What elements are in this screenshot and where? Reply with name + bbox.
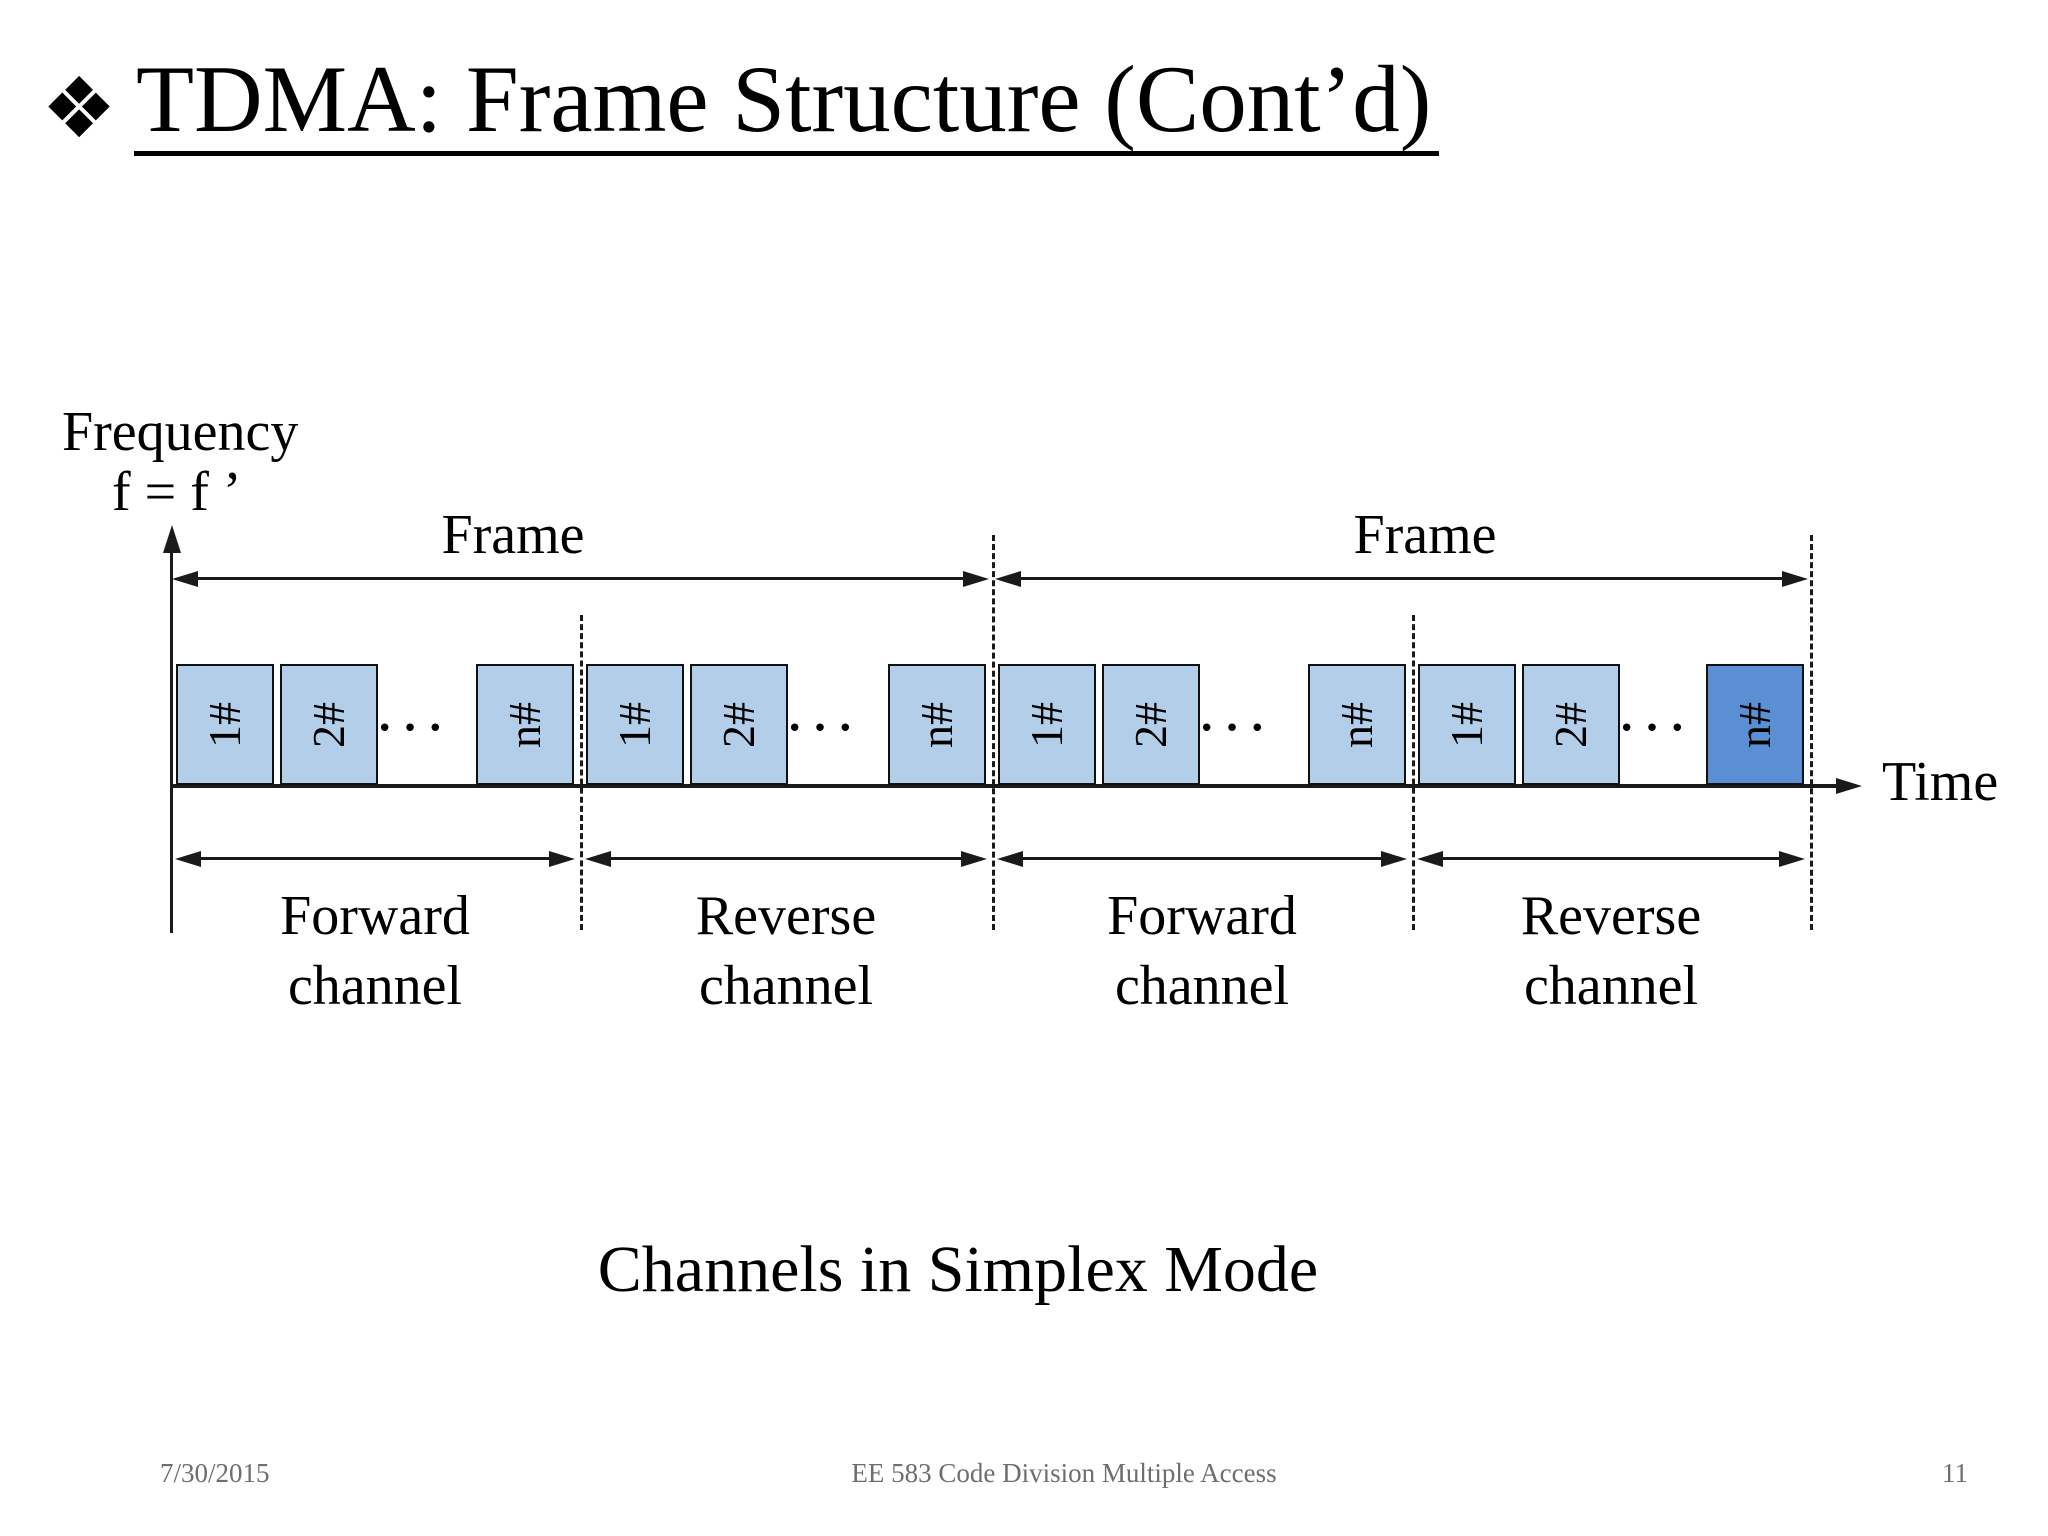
page-title: TDMA: Frame Structure (Cont’d) — [134, 52, 1440, 156]
timeslot-label: n# — [1729, 701, 1780, 748]
channel-direction-label: Reverse — [695, 885, 877, 947]
timeslot-box: 2# — [1522, 664, 1620, 785]
timeslot-label: 2# — [1125, 701, 1176, 748]
timeslot-box: 1# — [586, 664, 684, 785]
timeslot-box: n# — [888, 664, 986, 785]
frame-boundary-dashed-line — [1810, 535, 1813, 930]
time-axis-line — [170, 784, 1838, 788]
diamond-bullet-icon: ❖ — [41, 59, 117, 157]
frequency-formula-label: f = f ’ — [112, 461, 242, 523]
time-axis-arrowhead-icon — [1836, 778, 1862, 794]
frame1-span-arrow-left-arrowhead-icon — [172, 570, 198, 587]
channel1-span-arrow-left-arrowhead-icon — [175, 850, 201, 867]
timeslot-label: 1# — [199, 701, 250, 748]
timeslot-label: 2# — [1545, 701, 1596, 748]
channel-direction-label: Reverse — [1520, 885, 1702, 947]
channel3-span-arrow-left-arrowhead-icon — [997, 850, 1023, 867]
frequency-axis-label: Frequency — [62, 401, 299, 463]
timeslot-label: 1# — [609, 701, 660, 748]
timeslot-box: 1# — [176, 664, 274, 785]
timeslot-label: 1# — [1021, 701, 1072, 748]
frame-label: Frame — [1353, 504, 1497, 566]
timeslot-label: 1# — [1441, 701, 1492, 748]
timeslot-label: 2# — [303, 701, 354, 748]
timeslot-label: n# — [499, 701, 550, 748]
frame-boundary-dashed-line — [580, 615, 583, 930]
title-row: ❖ TDMA: Frame Structure (Cont’d) — [24, 52, 1440, 157]
frame1-span-arrow-right-arrowhead-icon — [963, 570, 989, 587]
frame2-span-arrow-line — [1013, 577, 1790, 580]
channel2-span-arrow-right-arrowhead-icon — [961, 850, 987, 867]
channel2-span-arrow-line — [603, 857, 969, 860]
channel1-span-arrow-line — [193, 857, 557, 860]
channel-direction-label: Forward — [1107, 885, 1297, 947]
channel4-span-arrow-right-arrowhead-icon — [1779, 850, 1805, 867]
channel3-span-arrow-right-arrowhead-icon — [1381, 850, 1407, 867]
channel-direction-label: Forward — [280, 885, 470, 947]
footer-course-title: EE 583 Code Division Multiple Access — [851, 1458, 1277, 1488]
timeslot-label: n# — [1331, 701, 1382, 748]
timeslot-box: 1# — [1418, 664, 1516, 785]
frame2-span-arrow-right-arrowhead-icon — [1782, 570, 1808, 587]
frame2-span-arrow-left-arrowhead-icon — [995, 570, 1021, 587]
ellipsis-dots: ••• — [1198, 714, 1276, 744]
frame-boundary-dashed-line — [1412, 615, 1415, 930]
timeslot-box: 2# — [1102, 664, 1200, 785]
channel3-span-arrow-line — [1015, 857, 1389, 860]
timeslot-box: n# — [1706, 664, 1804, 785]
channel-word-label: channel — [287, 955, 463, 1017]
channel-word-label: channel — [698, 955, 874, 1017]
timeslot-box: 1# — [998, 664, 1096, 785]
timeslot-box: n# — [1308, 664, 1406, 785]
frame-label: Frame — [441, 504, 585, 566]
timeslot-label: n# — [911, 701, 962, 748]
channel1-span-arrow-right-arrowhead-icon — [549, 850, 575, 867]
frame1-span-arrow-line — [190, 577, 971, 580]
timeslot-label: 2# — [713, 701, 764, 748]
timeslot-box: 2# — [280, 664, 378, 785]
channel-word-label: channel — [1523, 955, 1699, 1017]
frequency-axis-arrowhead-icon — [162, 525, 181, 553]
timeslot-box: n# — [476, 664, 574, 785]
channel-word-label: channel — [1114, 955, 1290, 1017]
caption: Channels in Simplex Mode — [597, 1233, 1319, 1306]
frequency-axis-line — [170, 545, 173, 933]
channel4-span-arrow-line — [1435, 857, 1787, 860]
ellipsis-dots: ••• — [1618, 714, 1696, 744]
footer-page-number: 11 — [1942, 1458, 1968, 1488]
ellipsis-dots: ••• — [376, 714, 454, 744]
frame-boundary-dashed-line — [992, 535, 995, 930]
footer-date: 7/30/2015 — [160, 1458, 270, 1488]
channel2-span-arrow-left-arrowhead-icon — [585, 850, 611, 867]
time-axis-label: Time — [1882, 751, 1999, 813]
timeslot-box: 2# — [690, 664, 788, 785]
channel4-span-arrow-left-arrowhead-icon — [1417, 850, 1443, 867]
ellipsis-dots: ••• — [786, 714, 864, 744]
